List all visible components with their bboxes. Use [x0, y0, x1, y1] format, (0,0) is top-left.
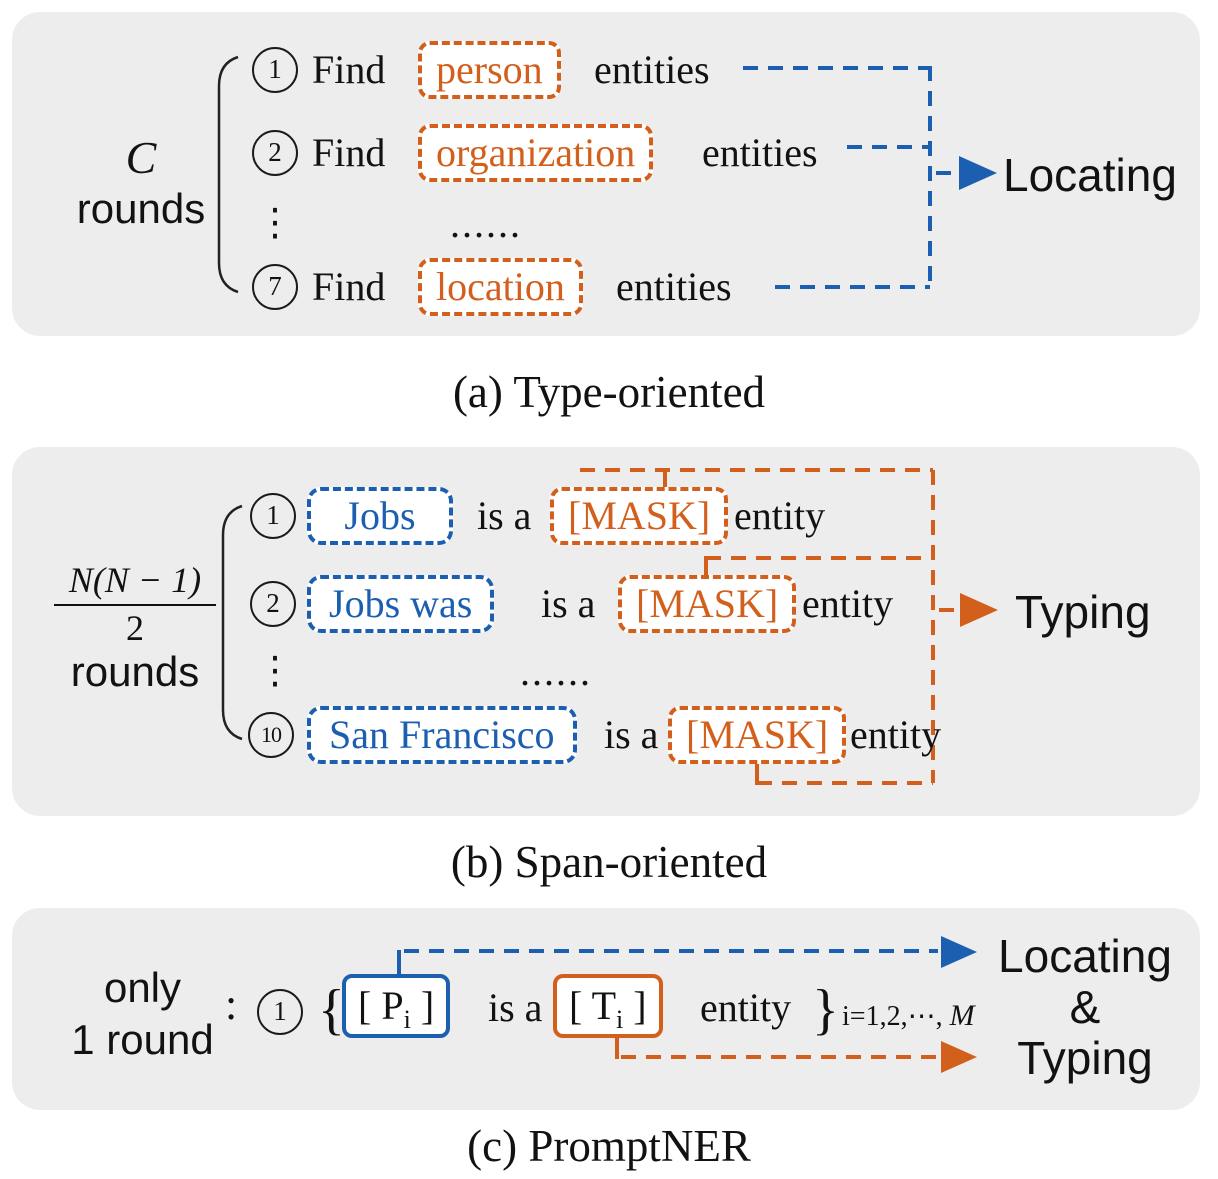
type-slot-box: [ Ti ] — [553, 974, 663, 1038]
circled-number: 1 — [250, 493, 296, 539]
t-open: [ T — [569, 983, 617, 1028]
prompt-object: entity — [734, 493, 826, 538]
circled-number: 2 — [252, 130, 298, 176]
locating-label: Locating — [1003, 149, 1177, 201]
typing-label: Typing — [1015, 586, 1151, 638]
rounds-label-c: only 1 round — [50, 962, 235, 1066]
prompt-object: entity — [850, 712, 942, 757]
t-subscript: i — [616, 1005, 624, 1034]
prompt-verb: Find — [312, 47, 386, 92]
circled-number: 1 — [252, 47, 298, 93]
locating-and-typing-label: Locating & Typing — [990, 930, 1180, 1084]
rounds-label-a: C rounds — [56, 132, 226, 234]
caption-a: (a) Type-oriented — [452, 367, 766, 417]
prompt-verb: Find — [312, 264, 386, 309]
circled-number: 10 — [248, 712, 294, 758]
horizontal-ellipsis: ...... — [520, 649, 592, 694]
prompt-mid: is a — [541, 581, 596, 626]
prompt-object: entities — [616, 264, 732, 309]
span-box: Jobs — [307, 487, 453, 545]
one-round-line: 1 round — [71, 1016, 214, 1063]
prompt-object: entity — [700, 985, 792, 1030]
typing-line: Typing — [1017, 1032, 1153, 1084]
rounds-word: rounds — [70, 648, 200, 695]
entity-type-box: location — [418, 258, 583, 316]
prompt-object: entities — [702, 130, 818, 175]
index-range: i=1,2,⋯, — [842, 1001, 950, 1032]
rounds-word: rounds — [76, 185, 206, 232]
mask-box: [MASK] — [618, 575, 797, 633]
entity-type-box: person — [418, 41, 561, 99]
index-subscript: i=1,2,⋯, M — [842, 996, 975, 1037]
entity-type-box: organization — [418, 124, 654, 182]
circled-number: 7 — [252, 264, 298, 310]
prompt-object: entity — [802, 581, 894, 626]
colon: : — [225, 980, 238, 1029]
only-line: only — [103, 964, 182, 1011]
rounds-label-b: N(N − 1) 2 rounds — [40, 558, 230, 696]
close-brace: } — [812, 979, 839, 1041]
rounds-count: C — [125, 132, 157, 183]
caption-b: (b) Span-oriented — [450, 837, 768, 887]
prompt-mid: is a — [604, 712, 659, 757]
caption-c: (c) PromptNER — [467, 1121, 751, 1171]
prompt-mid: is a — [477, 493, 532, 538]
horizontal-ellipsis: ...... — [450, 201, 522, 246]
circled-number: 2 — [250, 581, 296, 627]
ampersand: & — [1069, 981, 1101, 1033]
prompt-verb: Find — [312, 130, 386, 175]
rounds-denominator: 2 — [126, 608, 144, 648]
t-close: ] — [623, 983, 647, 1028]
span-box: San Francisco — [307, 706, 577, 764]
span-box: Jobs was — [307, 575, 495, 633]
vertical-ellipsis: ⋮ — [256, 200, 294, 244]
prompt-object: entities — [594, 47, 710, 92]
p-subscript: i — [403, 1005, 411, 1034]
prompt-mid: is a — [488, 985, 543, 1030]
circled-number: 1 — [257, 989, 303, 1035]
position-slot-box: [ Pi ] — [342, 974, 451, 1038]
mask-box: [MASK] — [668, 706, 847, 764]
fraction-bar — [54, 604, 216, 606]
rounds-numerator: N(N − 1) — [68, 560, 202, 600]
p-open: [ P — [358, 983, 404, 1028]
p-close: ] — [410, 983, 435, 1028]
open-brace: { — [318, 979, 345, 1041]
vertical-ellipsis: ⋮ — [256, 648, 294, 692]
locating-line: Locating — [998, 930, 1172, 982]
mask-box: [MASK] — [550, 487, 729, 545]
set-size-symbol: M — [949, 999, 975, 1032]
